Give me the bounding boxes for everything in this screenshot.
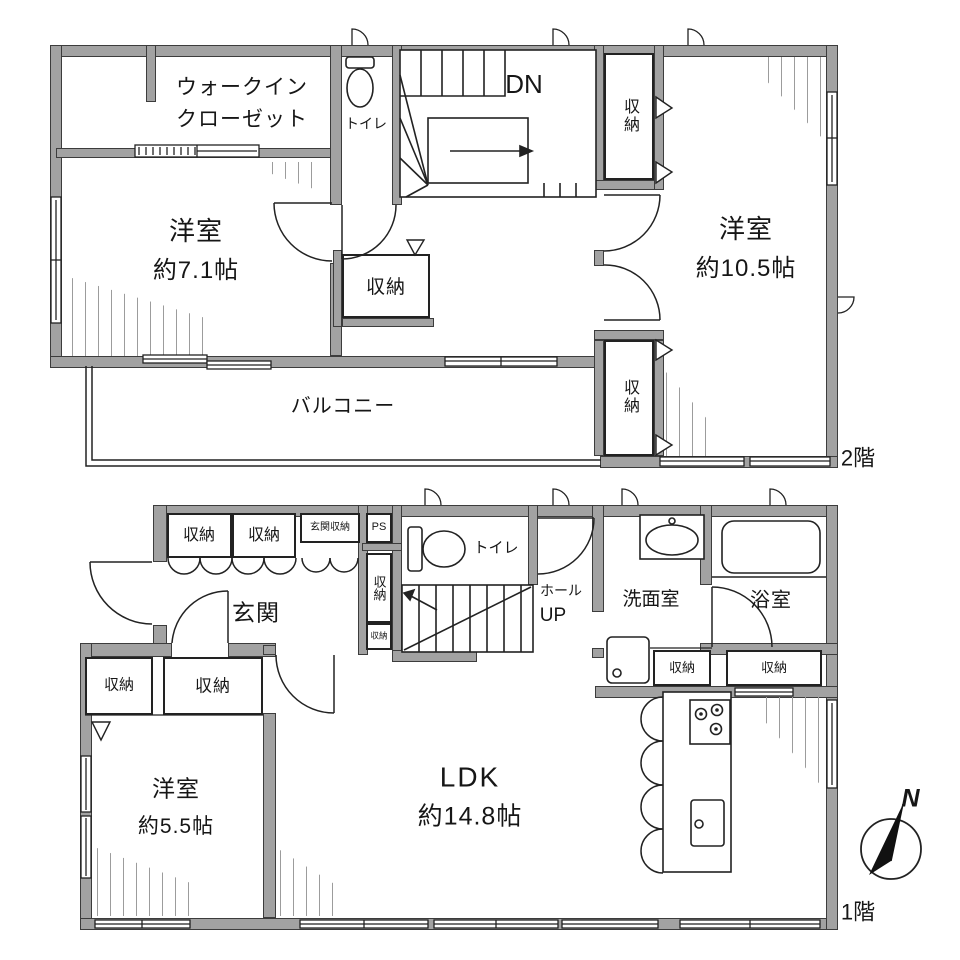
hatch-lines [768, 57, 826, 142]
room-label-walk-in-closet: クローゼット [176, 107, 308, 131]
room-size-bedroom-55: 約5.5帖 [137, 814, 215, 838]
room-label-washroom: 洗面室 [622, 589, 680, 611]
storage-box [167, 513, 232, 558]
hall-label: ホール [540, 582, 582, 599]
room-label-toilet-1f: トイレ [473, 539, 519, 557]
wall [80, 643, 172, 657]
wall [826, 505, 838, 930]
storage-label: 収納 [668, 659, 696, 675]
storage-box [604, 340, 654, 456]
wall [594, 340, 604, 456]
storage-box [366, 623, 392, 650]
room-label-bedroom-71: 洋室 [168, 215, 224, 246]
storage-label: 収納 [365, 277, 407, 299]
hatch-lines [272, 162, 322, 192]
room-label-balcony: バルコニー [290, 395, 396, 418]
storage-box [726, 650, 822, 686]
wall [654, 340, 664, 456]
hatch-lines [97, 848, 197, 916]
storage-label: 収納 [103, 676, 135, 694]
wall [592, 648, 604, 658]
room-label-genkan: 玄関 [232, 599, 280, 626]
pipe-space-label: PS [371, 521, 387, 534]
floor-1-label: 1階 [840, 899, 876, 925]
kitchen-counter-icon [662, 691, 732, 873]
storage-label: 収納 [621, 98, 638, 134]
wall [56, 148, 336, 158]
wall [654, 45, 664, 190]
storage-label: 収納 [182, 527, 216, 544]
room-label-toilet-2f: トイレ [345, 115, 387, 132]
hatch-lines [666, 372, 710, 456]
washing-machine-icon [606, 636, 650, 684]
wall [50, 45, 838, 57]
floor-2-label: 2階 [840, 445, 876, 471]
stairs-up-icon [401, 584, 534, 653]
storage-box [85, 657, 153, 715]
room-label-bathroom: 浴室 [750, 589, 792, 612]
wall [594, 45, 604, 188]
folding-partition-icon [640, 696, 664, 874]
room-label-ldk: LDK [439, 761, 501, 793]
storage-box [366, 553, 392, 623]
wall [333, 250, 342, 327]
wall [50, 45, 62, 368]
wall [263, 713, 276, 918]
storage-box [653, 650, 711, 686]
wall [392, 505, 402, 655]
wall [392, 650, 477, 662]
storage-box [163, 657, 263, 715]
storage-label: 収納 [621, 379, 638, 415]
room-label-walk-in-closet: ウォークイン [176, 75, 308, 99]
room-label-bedroom-105: 洋室 [718, 213, 774, 244]
room-size-bedroom-71: 約7.1帖 [152, 257, 240, 284]
wall [600, 456, 838, 468]
hatch-lines [766, 697, 824, 789]
wall [342, 318, 434, 327]
stairs-up-label: UP [539, 605, 567, 627]
wall [595, 686, 838, 698]
wall [700, 505, 712, 585]
storage-label: 収納 [760, 659, 788, 675]
bathtub-icon [712, 520, 826, 578]
compass-north-label: N [901, 784, 921, 813]
wall [263, 645, 276, 655]
wall [826, 45, 838, 468]
storage-box [604, 53, 654, 180]
room-size-ldk: 約14.8帖 [417, 802, 523, 831]
washbasin-icon [639, 514, 705, 560]
stairs-down-label: DN [505, 68, 543, 99]
compass-icon [860, 803, 922, 880]
room-label-bedroom-55: 洋室 [152, 775, 200, 802]
wall [594, 250, 604, 266]
room-size-bedroom-105: 約10.5帖 [695, 255, 797, 282]
pipe-space-box [366, 513, 392, 543]
storage-label: 収納 [370, 630, 388, 641]
storage-label: 収納 [195, 676, 231, 696]
storage-box [232, 513, 296, 558]
wall [528, 505, 538, 585]
stairs-down-icon [399, 49, 597, 198]
wall [146, 45, 156, 102]
toilet-icon [407, 526, 466, 572]
hatch-lines [280, 850, 338, 916]
storage-label: 収納 [247, 527, 281, 544]
storage-label: 収納 [371, 575, 387, 601]
wall [362, 543, 402, 551]
wall [80, 918, 838, 930]
storage-label-genkan: 玄関収納 [310, 521, 350, 533]
window-symbols-f2 [50, 28, 855, 467]
hatch-lines [72, 278, 207, 356]
wall [330, 45, 342, 205]
wall [392, 45, 402, 205]
wall [50, 356, 608, 368]
toilet-icon [345, 56, 375, 108]
wall [153, 505, 167, 562]
storage-box [300, 513, 360, 543]
wall [594, 330, 664, 340]
wall [592, 505, 604, 612]
